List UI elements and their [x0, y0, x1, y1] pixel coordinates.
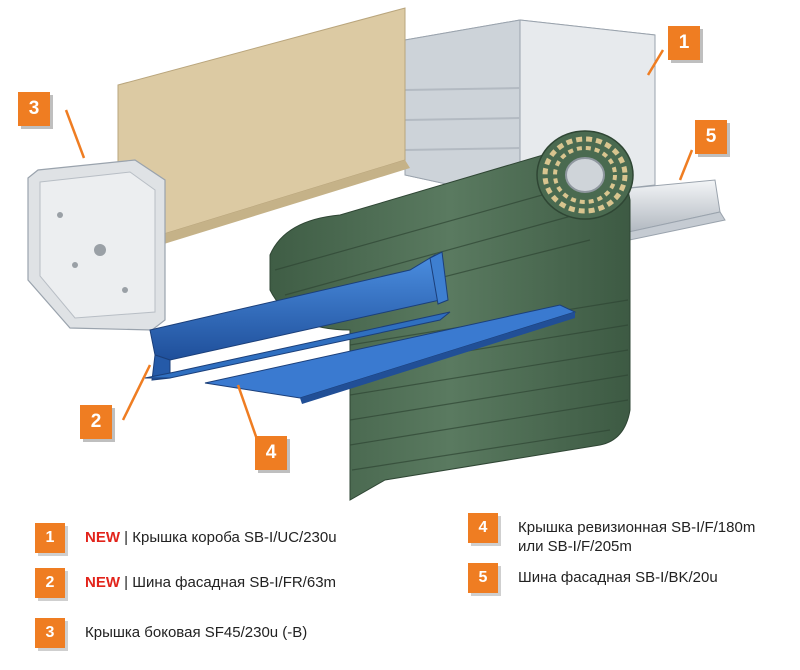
legend-label-line2: или SB-I/F/205m [518, 538, 632, 555]
curtain-roll [536, 130, 634, 220]
legend-label: Шина фасадная SB-I/BK/20u [518, 569, 718, 586]
legend-item-3: 3 Крышка боковая SF45/230u (-B) [35, 618, 307, 648]
revision-cover [204, 304, 577, 404]
legend-badge: 4 [468, 513, 498, 543]
legend-label: Крышка короба SB-I/UC/230u [132, 529, 337, 546]
legend-item-4: 4 Крышка ревизионная SB-I/F/180m или SB-… [468, 513, 755, 556]
callout-4: 4 [255, 436, 287, 470]
legend-item-2: 2 NEW | Шина фасадная SB-I/FR/63m [35, 568, 336, 598]
roller-shutter-box-diagram [27, 7, 726, 501]
legend-badge: 2 [35, 568, 65, 598]
callout-2: 2 [80, 405, 112, 439]
box-cover-panel [117, 7, 410, 256]
callout-1: 1 [668, 26, 700, 60]
facade-rail-fr [144, 251, 451, 381]
legend-badge: 1 [35, 523, 65, 553]
legend-badge: 5 [468, 563, 498, 593]
legend-label: Крышка ревизионная SB-I/F/180m [518, 519, 756, 536]
callout-3: 3 [18, 92, 50, 126]
new-tag: NEW [85, 574, 120, 591]
legend-item-5: 5 Шина фасадная SB-I/BK/20u [468, 563, 718, 593]
facade-rail-bk [609, 179, 726, 243]
legend-badge: 3 [35, 618, 65, 648]
separator: | [120, 574, 133, 591]
new-tag: NEW [85, 529, 120, 546]
legend-item-1: 1 NEW | Крышка короба SB-I/UC/230u [35, 523, 337, 553]
separator: | [120, 529, 133, 546]
shutter-curtain [269, 148, 631, 501]
legend-label: Крышка боковая SF45/230u (-B) [85, 624, 308, 641]
legend-label: Шина фасадная SB-I/FR/63m [132, 574, 337, 591]
callout-5: 5 [695, 120, 727, 154]
side-cover [27, 159, 166, 331]
